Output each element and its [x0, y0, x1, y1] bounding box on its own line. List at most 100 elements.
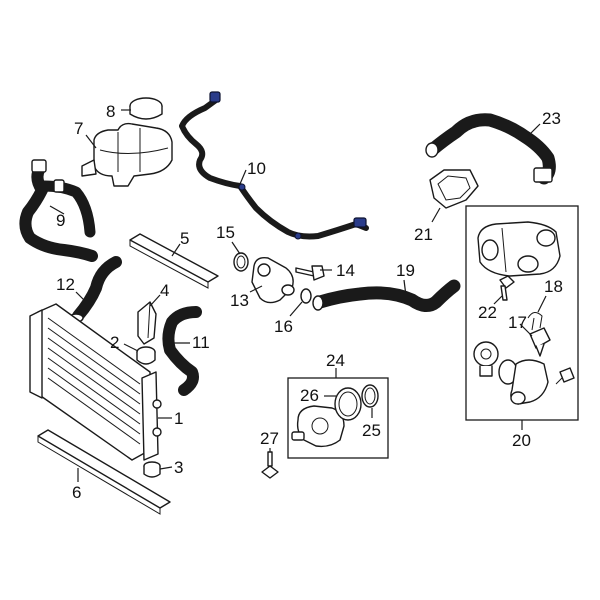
part-21-gasket-inner	[437, 175, 471, 201]
part-18-clip[interactable]	[527, 312, 543, 331]
part-6-seal-strip	[37, 429, 171, 509]
part-11-hose[interactable]	[162, 306, 202, 396]
leader-line-21	[431, 207, 441, 223]
callout-2: 2	[110, 333, 119, 352]
part-11-hose-fill	[163, 307, 201, 395]
part-10-clip	[294, 232, 302, 240]
leader-line-9	[49, 205, 65, 215]
part-17-sensor-body	[529, 327, 551, 349]
part-10-connector-top	[209, 91, 221, 103]
part-16-o-ring[interactable]	[300, 288, 312, 304]
part-7-coolant-reservoir[interactable]	[81, 122, 173, 187]
callout-3: 3	[174, 458, 183, 477]
part-14-bolt[interactable]	[295, 265, 325, 281]
leader-line-19	[403, 279, 407, 297]
callout-6: 6	[72, 483, 81, 502]
part-10-connector-end	[353, 217, 367, 228]
callout-5: 5	[180, 229, 189, 248]
part-20-housing-rib	[501, 227, 507, 273]
part-24-group-frame	[287, 377, 389, 459]
part-20-thermostat-flange	[473, 341, 499, 367]
part-17-temperature-sensor[interactable]	[529, 327, 551, 357]
leader-line-5	[171, 243, 181, 257]
part-22-bolt-shaft	[500, 285, 508, 301]
part-10-hose-outline	[179, 97, 369, 240]
part-1-radiator[interactable]	[29, 303, 162, 461]
part-3-drain-plug[interactable]	[143, 461, 161, 478]
leader-line-13	[249, 285, 263, 293]
callout-11: 11	[192, 333, 210, 352]
callout-18: 18	[544, 277, 563, 296]
part-1-outlet	[152, 427, 162, 437]
part-9-connector	[53, 179, 65, 193]
part-5-seal-edge	[129, 240, 209, 289]
part-25-o-ring[interactable]	[361, 384, 379, 408]
part-9-radiator-hose[interactable]	[19, 159, 98, 262]
part-1-radiator-fins	[47, 317, 141, 445]
part-16-ring	[300, 288, 312, 304]
part-21-gasket-plate	[429, 169, 479, 209]
part-5-upper-seal[interactable]	[129, 233, 219, 289]
part-23-pipe-end	[425, 142, 439, 158]
part-4-bracket[interactable]	[137, 301, 157, 345]
part-8-reservoir-cap[interactable]	[129, 97, 163, 120]
callout-19: 19	[396, 261, 415, 280]
callout-16: 16	[274, 317, 293, 336]
part-2-plug-body	[136, 351, 156, 365]
part-7-mount-tab	[81, 159, 97, 177]
leader-line-18	[537, 295, 547, 313]
part-10-highlighted-hose[interactable]	[179, 91, 369, 240]
part-22-bolt[interactable]	[499, 275, 515, 301]
part-23-outlet-pipe[interactable]	[425, 113, 556, 185]
part-10-clip	[238, 183, 246, 191]
part-9-connector	[31, 159, 47, 173]
part-13-body	[251, 256, 294, 304]
callout-17: 17	[508, 313, 527, 332]
part-26-water-pump[interactable]	[291, 405, 345, 448]
callout-20: 20	[512, 431, 531, 450]
part-18-clip-wire	[527, 312, 543, 331]
part-2-radiator-plug[interactable]	[136, 346, 156, 365]
part-15-o-ring[interactable]	[233, 252, 249, 272]
part-4-bracket-edge	[147, 301, 151, 339]
leader-line-12	[75, 291, 85, 301]
part-20-thermostat-housing[interactable]	[477, 221, 561, 277]
leader-lines	[49, 109, 547, 482]
part-13-housing-connector[interactable]	[251, 256, 295, 304]
part-7-reservoir-seam	[99, 147, 169, 155]
part-1-right-tank	[141, 371, 159, 461]
part-20-bolt	[559, 367, 575, 383]
part-21-gasket[interactable]	[429, 169, 479, 209]
part-15-ring-inner	[236, 255, 246, 269]
part-4-bracket-body	[137, 301, 157, 345]
part-10-hose-fill	[180, 98, 368, 238]
leader-line-2	[123, 343, 139, 352]
leader-line-16	[289, 301, 303, 317]
callout-4: 4	[160, 281, 169, 300]
part-20-elbow-fitting[interactable]	[510, 359, 575, 405]
part-1-left-tank	[29, 309, 43, 399]
callout-labels: 8 7 9 10 5 12 4 2 11 1 3 6 15 13 14 16 1…	[56, 102, 563, 502]
part-27-bolt[interactable]	[261, 451, 279, 479]
part-26-pump-shaft	[291, 431, 305, 441]
part-20-elbow-end	[510, 391, 526, 405]
part-8-cap-body	[129, 105, 163, 120]
part-26-gasket[interactable]	[334, 387, 362, 421]
part-6-lower-seal[interactable]	[37, 429, 171, 515]
callout-24: 24	[326, 351, 345, 370]
part-14-bolt-shaft	[295, 267, 315, 277]
part-19-bypass-hose[interactable]	[312, 279, 461, 312]
part-20-housing-port	[517, 255, 539, 273]
part-20-thermostat-spring	[479, 365, 493, 377]
callout-10: 10	[247, 159, 266, 178]
callout-9: 9	[56, 211, 65, 230]
part-19-hose-end	[312, 295, 324, 311]
part-20-thermostat[interactable]	[473, 341, 499, 377]
part-7-reservoir-body	[93, 122, 173, 187]
part-23-pipe-outline	[425, 113, 556, 185]
part-15-ring	[233, 252, 249, 272]
part-27-bolt-shaft	[267, 451, 273, 467]
callout-27: 27	[260, 429, 279, 448]
callout-8: 8	[106, 102, 115, 121]
